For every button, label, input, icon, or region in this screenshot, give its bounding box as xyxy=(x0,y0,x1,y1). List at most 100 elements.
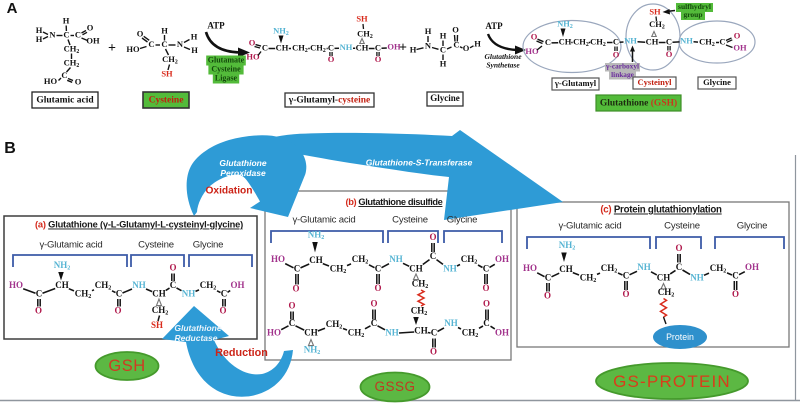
svg-text:Cysteine: Cysteine xyxy=(138,240,174,251)
svg-text:C: C xyxy=(613,36,619,46)
svg-text:O: O xyxy=(137,28,144,38)
svg-text:CH2: CH2 xyxy=(64,43,80,55)
svg-text:Glutathione (GSH): Glutathione (GSH) xyxy=(600,98,677,109)
svg-text:HO: HO xyxy=(523,263,537,273)
svg-text:HO: HO xyxy=(246,51,260,61)
svg-text:(b) Glutathione disulfide: (b) Glutathione disulfide xyxy=(346,197,443,207)
svg-text:CH2: CH2 xyxy=(573,36,589,48)
svg-text:SH: SH xyxy=(161,68,173,78)
svg-text:Protein: Protein xyxy=(666,332,694,342)
svg-text:Glycine: Glycine xyxy=(703,77,731,87)
svg-text:γ-Glutamic acid: γ-Glutamic acid xyxy=(292,215,355,226)
svg-text:NH: NH xyxy=(444,318,458,328)
svg-text:A: A xyxy=(7,0,18,17)
svg-text:CH2: CH2 xyxy=(200,280,217,292)
svg-text:C: C xyxy=(545,273,552,283)
svg-text:H: H xyxy=(36,34,43,44)
svg-text:O: O xyxy=(430,347,437,357)
svg-text:O: O xyxy=(375,54,382,64)
svg-text:C: C xyxy=(483,264,490,274)
svg-text:O: O xyxy=(370,299,377,309)
svg-text:CH2: CH2 xyxy=(462,328,479,340)
svg-text:Cysteine: Cysteine xyxy=(211,64,241,73)
svg-text:C: C xyxy=(440,44,446,54)
svg-text:C: C xyxy=(453,39,459,49)
svg-text:O: O xyxy=(531,31,538,41)
svg-text:H: H xyxy=(36,25,43,35)
svg-text:B: B xyxy=(4,140,16,157)
svg-text:CH: CH xyxy=(309,255,323,265)
svg-text:Reductase: Reductase xyxy=(175,333,218,343)
svg-text:HO: HO xyxy=(126,44,140,54)
svg-text:γ-Glutamyl: γ-Glutamyl xyxy=(554,78,597,88)
svg-text:+: + xyxy=(108,41,116,56)
svg-text:Glutamate: Glutamate xyxy=(208,55,245,64)
svg-text:Cysteinyl: Cysteinyl xyxy=(638,77,673,87)
svg-text:C: C xyxy=(161,39,167,49)
svg-text:O: O xyxy=(169,263,176,273)
svg-text:C: C xyxy=(375,42,381,52)
svg-text:CH: CH xyxy=(409,264,423,274)
svg-text:SH: SH xyxy=(649,6,661,16)
svg-text:NH: NH xyxy=(637,262,651,272)
svg-text:C: C xyxy=(483,318,490,328)
svg-text:linkage: linkage xyxy=(611,70,634,79)
svg-text:CH2: CH2 xyxy=(658,287,675,299)
svg-text:C: C xyxy=(221,289,228,299)
svg-text:C: C xyxy=(148,39,154,49)
svg-text:C: C xyxy=(676,262,683,272)
svg-text:HO: HO xyxy=(9,280,23,290)
svg-text:H: H xyxy=(161,25,168,35)
svg-text:H: H xyxy=(474,38,481,48)
svg-text:CH2: CH2 xyxy=(461,254,478,266)
svg-text:H: H xyxy=(191,45,198,55)
svg-text:Peroxidase: Peroxidase xyxy=(220,168,266,178)
svg-text:γ-Glutamic acid: γ-Glutamic acid xyxy=(39,240,102,251)
svg-text:CH: CH xyxy=(152,289,166,299)
svg-text:NH2: NH2 xyxy=(54,260,71,272)
svg-text:C: C xyxy=(63,29,69,39)
svg-text:C: C xyxy=(61,70,67,80)
svg-text:C: C xyxy=(262,42,268,52)
svg-text:CH2: CH2 xyxy=(357,28,373,40)
svg-text:CH2: CH2 xyxy=(710,263,727,275)
svg-text:CH2: CH2 xyxy=(411,306,428,318)
svg-text:NH: NH xyxy=(340,42,353,52)
svg-text:C: C xyxy=(431,328,438,338)
svg-text:GSSG: GSSG xyxy=(374,379,415,394)
svg-text:CH: CH xyxy=(646,36,659,46)
svg-text:OH: OH xyxy=(230,280,244,290)
svg-text:CH2: CH2 xyxy=(649,19,665,31)
svg-text:Glutathione: Glutathione xyxy=(174,323,221,333)
svg-text:NH: NH xyxy=(132,280,146,290)
svg-text:CH: CH xyxy=(276,42,289,52)
svg-text:O: O xyxy=(35,306,42,316)
svg-text:OH: OH xyxy=(86,35,100,45)
svg-text:NH: NH xyxy=(680,35,693,45)
svg-text:Glutathione-S-Transferase: Glutathione-S-Transferase xyxy=(366,157,473,167)
svg-text:C: C xyxy=(375,264,382,274)
svg-text:group: group xyxy=(683,10,702,19)
svg-text:Glutamic acid: Glutamic acid xyxy=(36,96,94,106)
svg-text:CH2: CH2 xyxy=(326,319,343,331)
svg-text:OH: OH xyxy=(733,42,747,52)
svg-text:O: O xyxy=(114,306,121,316)
svg-text:Synthetase: Synthetase xyxy=(486,61,520,70)
svg-text:SH: SH xyxy=(356,13,368,23)
svg-text:Glycine: Glycine xyxy=(447,215,478,226)
svg-text:NH: NH xyxy=(182,289,196,299)
svg-text:SH: SH xyxy=(151,320,163,330)
svg-text:NH: NH xyxy=(624,35,637,45)
svg-text:CH: CH xyxy=(55,280,69,290)
svg-text:O: O xyxy=(374,283,381,293)
svg-text:O: O xyxy=(75,76,82,86)
svg-text:O: O xyxy=(732,289,739,299)
svg-text:Ligase: Ligase xyxy=(215,73,238,82)
svg-text:Glutathione: Glutathione xyxy=(484,52,522,61)
svg-text:ATP: ATP xyxy=(207,21,225,31)
svg-text:CH: CH xyxy=(356,42,369,52)
svg-text:NH: NH xyxy=(385,328,399,338)
svg-text:NH: NH xyxy=(443,264,457,274)
svg-text:C: C xyxy=(623,271,630,281)
svg-text:Oxidation: Oxidation xyxy=(206,186,253,197)
